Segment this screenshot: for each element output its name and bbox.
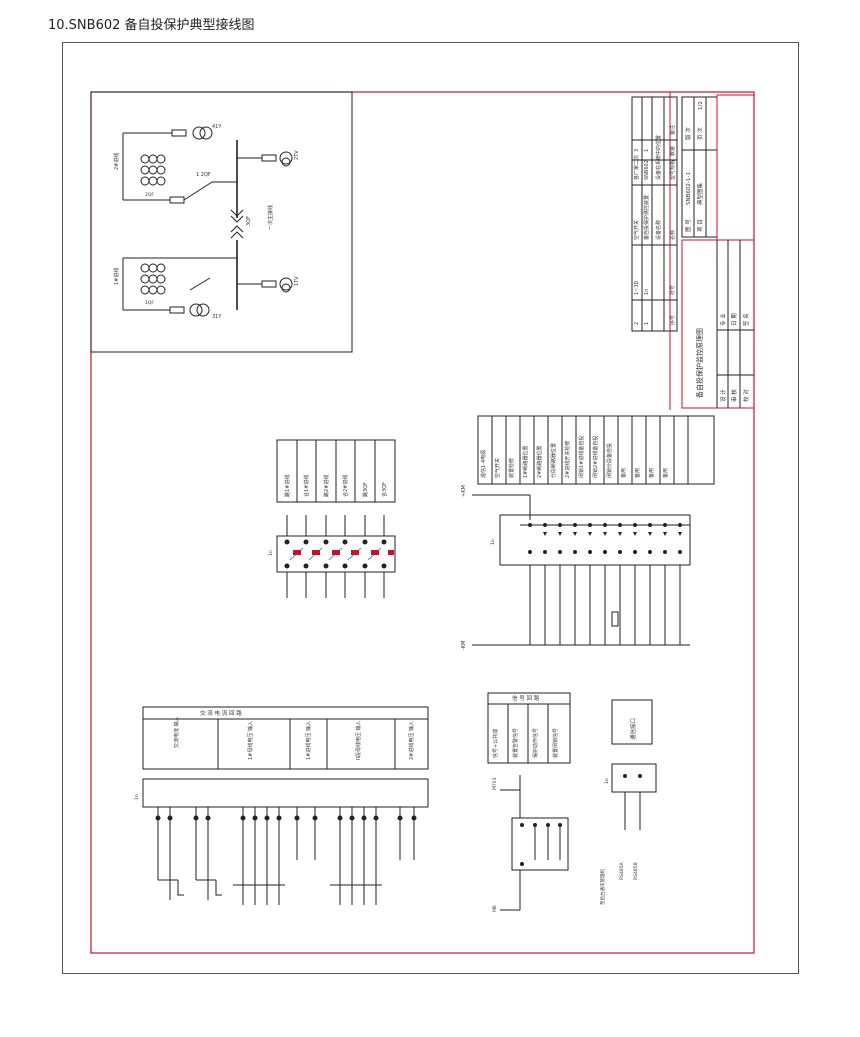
signal-header: 信 号 回 路 <box>512 694 540 702</box>
analog-terminal-prefix: 1n <box>134 794 140 800</box>
comm-note: 至后台通讯管理机 <box>599 869 606 905</box>
analog-header: 交 流 电 流 回 路 <box>200 709 242 717</box>
page-label: 页 次 <box>696 127 704 140</box>
comm-header: 通信接口 <box>629 718 637 740</box>
section-label: 一次主接线 <box>267 205 274 230</box>
sign-col-1: 专 业 <box>719 313 727 326</box>
analog-group-1: 交流电流 输入 <box>173 716 180 748</box>
supply-bottom: -KM <box>461 641 467 650</box>
signal-wire-bottom: M6 <box>492 905 498 912</box>
bom-header-symbol: 符号 <box>669 285 676 295</box>
signal-channel-1: 信号+公共端 <box>492 729 499 758</box>
transformer-top-label: 41Y <box>212 124 222 130</box>
signal-channel-3: 保护动作信号 <box>532 728 539 758</box>
trip-channel-6: 合3QF <box>381 482 388 497</box>
signal-block <box>487 692 571 911</box>
incoming-bottom-label: 1#进线 <box>113 268 120 285</box>
bom-row2-symbol: 1~3D <box>634 280 640 295</box>
trip-channel-2: 合1#进线 <box>303 475 310 497</box>
transformer-right-top-label: 2TV <box>294 150 300 160</box>
page-no: 1/2 <box>698 101 704 110</box>
bom-header-note: 备注 <box>669 125 676 135</box>
input-channel-2: 空气开关 <box>494 458 501 478</box>
incoming-top-label: 2#进线 <box>113 153 120 170</box>
bom-row1-symbol: 1n <box>644 289 650 295</box>
bom-row1-model: SNB602 <box>644 160 650 180</box>
transformer-right-bottom-label: 1TV <box>294 276 300 286</box>
bom-extra-1: 设备名称 <box>655 220 662 240</box>
bom-extra-2: 设备在系统中的位置 <box>655 135 662 180</box>
comm-block <box>611 699 657 830</box>
input-channel-14: 备用 <box>662 468 669 478</box>
input-channel-6: 分段断路器位置 <box>550 443 557 478</box>
input-channel-3: 装置检修 <box>508 458 515 478</box>
signal-wire-top: M703 <box>492 777 498 790</box>
sign-row-3: 校 对 <box>742 389 750 402</box>
breaker-label-1qf: 1QF <box>145 300 154 306</box>
input-channel-9: 闭锁2#进线备自投 <box>592 436 599 478</box>
inner-frame-red <box>90 91 755 954</box>
analog-block <box>142 706 429 905</box>
trip-channel-1: 跳1#进线 <box>284 475 291 497</box>
bom-row2-no: 2 <box>634 322 640 325</box>
page-heading: 10.SNB602 备自投保护典型接线图 <box>48 18 255 33</box>
bom-row2-model: 各厂家二次 <box>633 155 640 180</box>
analog-group-4: II段母线电压 输入 <box>355 720 362 760</box>
analog-group-3: 1#进线电压 输入 <box>305 721 312 760</box>
drawing-sheet <box>62 42 799 974</box>
signal-channel-2: 装置告警信号 <box>512 728 519 758</box>
bom-header-no: 序号 <box>669 315 676 325</box>
bom-row2-name: 空气开关 <box>633 220 640 240</box>
drawing-title: 备自投保护监控原理图 <box>695 328 704 398</box>
supply-top: +KM <box>461 485 467 497</box>
sign-col-3: 签 名 <box>742 313 750 326</box>
trip-channel-3: 跳2#进线 <box>323 475 330 497</box>
bom-row2-qty: 3 <box>634 149 640 152</box>
project: 典型图集 <box>696 182 704 205</box>
input-channel-13: 备用 <box>648 468 655 478</box>
input-channel-5: 2#断路器位置 <box>536 446 543 478</box>
input-channel-11: 备用 <box>620 468 627 478</box>
comm-terminal-prefix: 1n <box>604 778 610 784</box>
project-label: 项 目 <box>697 219 704 232</box>
trip-channel-5: 跳3QF <box>362 482 369 497</box>
input-channel-7: 2#进线开关检修 <box>564 441 571 478</box>
analog-group-5: 2#进线电压 输入 <box>408 721 415 760</box>
bom-header-name: 名称 <box>669 230 676 240</box>
bom-row1-qty: 1 <box>644 149 650 152</box>
tie-label: 3QF <box>246 216 252 226</box>
title-block <box>631 94 755 409</box>
trip-terminal-prefix: 1n <box>268 550 274 556</box>
input-terminal-prefix: 1n <box>490 539 496 545</box>
bom-row1-name: 备自投保护测控装置 <box>643 195 650 240</box>
drawing-no-label: 图 号 <box>684 219 692 232</box>
analog-group-2: 1#母线电压 输入 <box>247 721 254 760</box>
rev-label: 版 次 <box>684 127 692 140</box>
sign-col-2: 日 期 <box>731 313 738 326</box>
input-channel-1: 遥信1-4电源 <box>480 450 487 478</box>
comm-label-a: RS485A <box>619 861 625 880</box>
transformer-bottom-label: 31Y <box>212 314 222 320</box>
input-block <box>472 415 715 646</box>
input-channel-8: 闭锁1#进线备自投 <box>578 436 585 478</box>
bom-header-model: 型号规格 <box>669 160 676 180</box>
bus-tie-label: 1 2QF <box>196 172 211 178</box>
trip-block <box>276 439 396 598</box>
bom-row1-no: 1 <box>644 322 650 325</box>
drawing-no: SNB602-1-1 <box>686 172 692 205</box>
single-line-diagram <box>90 91 353 353</box>
input-channel-12: 备用 <box>634 468 641 478</box>
sign-row-1: 设 计 <box>719 389 727 402</box>
signal-channel-4: 装置闭锁信号 <box>552 728 559 758</box>
sign-row-2: 审 核 <box>730 389 738 402</box>
input-channel-4: 1#断路器位置 <box>522 446 529 478</box>
breaker-label-2qf: 2QF <box>145 192 154 198</box>
input-channel-10: 闭锁分段备自投 <box>606 443 613 478</box>
comm-label-b: RS485B <box>633 862 639 880</box>
bom-header-qty: 数量 <box>669 146 676 156</box>
trip-channel-4: 合2#进线 <box>342 475 349 497</box>
